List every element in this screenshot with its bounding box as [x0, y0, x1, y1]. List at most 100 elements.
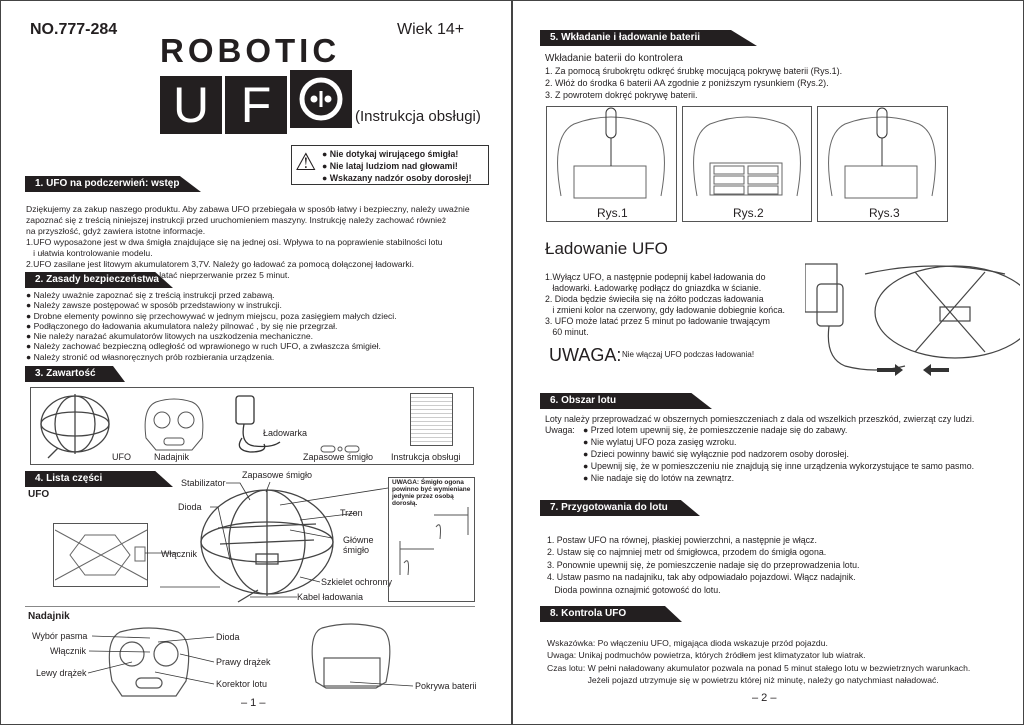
spare-propeller-icon [320, 445, 360, 453]
uwaga-label: UWAGA: [549, 345, 622, 365]
transmitter-leader-lines [87, 635, 414, 687]
charger-drawing-icon [235, 395, 281, 453]
bullet-item: ● Nie nadaje się do lotów na zewnątrz. [583, 473, 735, 483]
warning-item: ● Wskazany nadzór osoby dorosłej! [322, 173, 472, 183]
switch-closeup-drawing [55, 529, 147, 581]
text-line: zapoznać się z treścią niniejszej instru… [26, 215, 447, 225]
text-line: ładowarki. Ładowarkę podłącz do gniazdka… [545, 283, 762, 293]
figure-rys1 [546, 106, 677, 222]
bullet-item: ● Należy zachować bezpieczną odległość o… [26, 341, 381, 352]
contents-label: Nadajnik [154, 452, 190, 462]
text-line: 1. Za pomocą śrubokrętu odkręć śrubkę mo… [545, 66, 843, 76]
section-5-header: 5. Wkładanie i ładowanie baterii [540, 30, 757, 46]
bullet-item: ● Podłączonego do ładowania akumulatora … [26, 320, 338, 331]
section-3-header: 3. Zawartość [25, 366, 125, 382]
warning-list: ● Nie dotykaj wirującego śmigła! ● Nie l… [322, 148, 472, 184]
bullet-item: ● Przed lotem upewnij się, że pomieszcze… [583, 425, 848, 435]
text-line: 4. Ustaw pasmo na nadajniku, tak aby odp… [547, 572, 856, 582]
part-label: Włącznik [161, 549, 198, 559]
text-line: 3. Z powrotem dokręć pokrywę baterii. [545, 90, 698, 100]
page-number: – 2 – [752, 692, 777, 704]
section-4-header: 4. Lista części [25, 471, 173, 487]
charging-steps: 1.Wyłącz UFO, a następnie podepnij kabel… [545, 261, 785, 349]
figure-caption: Rys.2 [733, 206, 764, 220]
part-label: Główne [343, 535, 374, 545]
logo-letter: F [225, 76, 287, 134]
bullet-item: ● Drobne elementy powinno się przechowyw… [26, 310, 397, 321]
part-label: Kabel ładowania [297, 592, 364, 602]
text-line: 2. Włóż do środka 6 baterii AA zgodnie z… [545, 78, 829, 88]
part-label: Dioda [178, 502, 202, 512]
text-line: Wskazówka: Po włączeniu UFO, migająca di… [547, 637, 828, 648]
transmitter-label: Prawy drążek [216, 657, 271, 667]
section-5-subtitle: Wkładanie baterii do kontrolera [545, 53, 683, 64]
figure-caption: Rys.1 [597, 206, 628, 220]
text-line: Czas lotu: W pełni naładowany akumulator… [547, 662, 971, 673]
text-line: na przyszłość, gdyż zawiera istotne info… [26, 226, 206, 236]
warning-item: ● Nie lataj ludziom nad głowami! [322, 161, 458, 171]
bullet-item: ● Należy stronić od własnoręcznych prób … [26, 351, 275, 362]
contents-label: Ładowarka [263, 428, 308, 438]
charging-drawing [805, 263, 1020, 376]
transmitter-label: Włącznik [50, 646, 87, 656]
section-2-header: 2. Zasady bezpieczeństwa [25, 272, 173, 288]
transmitter-label: Dioda [216, 632, 240, 642]
tail-note: UWAGA: Śmigło ogona powinno być wymienia… [392, 479, 471, 507]
switch-closeup [53, 523, 148, 587]
contents-label: Zapasowe śmigło [303, 452, 374, 462]
section-8-body: Wskazówka: Po włączeniu UFO, migająca di… [547, 624, 970, 699]
tail-note-box [388, 477, 475, 602]
section-6-header: 6. Obszar lotu [540, 393, 712, 409]
transmitter-label: Korektor lotu [216, 679, 268, 689]
warning-icon: ⚠ [295, 149, 317, 176]
part-label: Szkielet ochronny [321, 577, 393, 587]
warning-box [291, 145, 489, 185]
battery-figures-drawing [557, 107, 936, 199]
bullet-item: ● Upewnij się, że w pomieszczeniu nie zn… [583, 461, 975, 471]
logo-robotic: ROBOTIC [160, 32, 341, 69]
part-label: śmigło [343, 545, 370, 555]
model-number: NO.777-284 [30, 21, 118, 38]
text-line: i ułatwia kontrolowanie modelu. [26, 248, 153, 258]
tail-propeller-drawing [399, 507, 469, 576]
text-line: 1. Postaw UFO na równej, płaskiej powier… [547, 534, 817, 545]
age-label: Wiek 14+ [397, 21, 465, 38]
parts-leader-lines [145, 481, 389, 598]
charging-title: Ładowanie UFO [545, 239, 668, 258]
bullet-item: ● Należy uważnie zapoznać się z treścią … [26, 290, 275, 300]
text-line: 2.UFO zasilane jest litowym akumulatorem… [26, 259, 415, 269]
text-line: 1.UFO wyposażone jest w dwa śmigła znajd… [26, 237, 443, 247]
section-6-bullets: ● Przed lotem upewnij się, że pomieszcze… [583, 424, 974, 484]
transmitter-label: Pokrywa baterii [415, 681, 477, 691]
transmitter-label: Wybór pasma [32, 631, 88, 641]
text-line: 2. Ustaw się co najmniej metr od śmigłow… [547, 547, 827, 557]
text-line: i zmieni kolor na czerwony, gdy ładowani… [545, 305, 785, 315]
text-line: 2. Dioda będzie świeciła się na żółto po… [545, 294, 764, 304]
manual-thumbnail-icon [410, 393, 453, 446]
ufo-drawing-icon [40, 394, 110, 459]
text-line: Dioda powinna oznajmić gotowość do lotu. [547, 584, 721, 595]
logo-letter: U [160, 76, 222, 134]
uwaga-text: Nie włączaj UFO podczas ładowania! [622, 350, 755, 359]
section-7-steps: 1. Postaw UFO na równej, płaskiej powier… [547, 521, 859, 609]
transmitter-back-drawing [311, 623, 391, 689]
figure-caption: Rys.3 [869, 206, 900, 220]
section-6-intro: Loty należy przeprowadzać w obszernych p… [545, 414, 975, 424]
part-label: Trzon [340, 508, 363, 518]
bullet-item: ● Dzieci powinny bawić się wyłącznie pod… [583, 449, 849, 459]
ufo-parts-drawing [200, 489, 334, 603]
text-line: Uwaga: Unikaj podmuchów powietrza, który… [547, 650, 866, 660]
section-6-uwaga: Uwaga: [545, 425, 575, 435]
figure-rys2 [682, 106, 812, 222]
bullet-item: ● Nie należy narażać akumulatorów litowy… [26, 331, 314, 342]
text-line: 60 minut. [545, 327, 589, 337]
subtitle: (Instrukcja obsługi) [355, 108, 481, 125]
part-label: Zapasowe śmigło [242, 470, 313, 480]
logo-ufo-icon [290, 70, 352, 128]
text-line: Dziękujemy za zakup naszego produktu. Ab… [26, 204, 470, 214]
transmitter-front-drawing [108, 627, 190, 697]
text-line: 3. Ponownie upewnij się, że pomieszczeni… [547, 559, 860, 570]
contents-label: Instrukcja obsługi [391, 452, 461, 462]
section-5-steps: 1. Za pomocą śrubokrętu odkręć śrubkę mo… [545, 65, 842, 101]
bullet-item: ● Należy zawsze postępować w sposób prze… [26, 300, 282, 311]
